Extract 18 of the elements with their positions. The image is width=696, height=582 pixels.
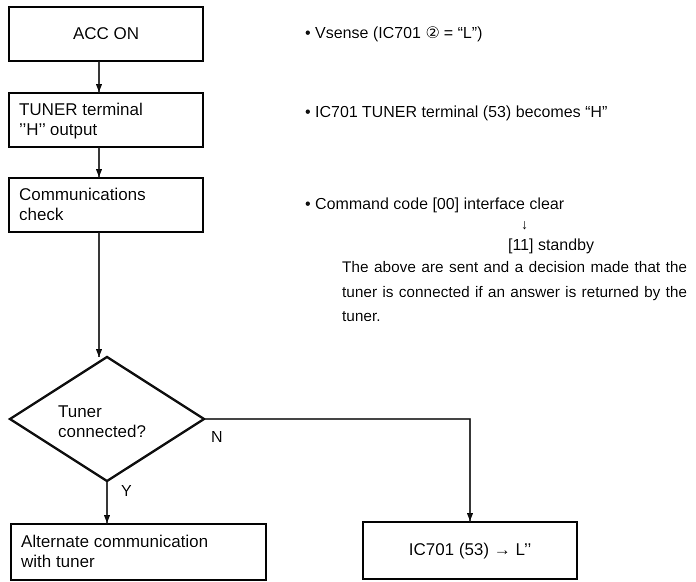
note-text: • Vsense (IC701 ② = “L”) — [305, 24, 482, 44]
note-text: • IC701 TUNER terminal (53) becomes “H” — [305, 103, 608, 123]
note-text: The above are sent and a decision made that the tuner is connected if an answer is returned by the tuner. — [342, 258, 687, 328]
process-box: ACC ON — [8, 6, 204, 62]
process-box: Alternate communication with tuner — [10, 523, 267, 581]
process-box: IC701 (53) → L’’ — [362, 521, 578, 580]
decision-text: Tuner connected? — [58, 402, 147, 442]
decision-diamond — [8, 356, 206, 482]
arrow — [96, 62, 102, 92]
direction-arrow: ↓ — [521, 215, 528, 234]
arrow — [96, 233, 102, 357]
process-box: TUNER terminal ’’H’’ output — [8, 92, 204, 148]
note-text: • Command code [00] interface clear — [305, 195, 564, 215]
arrow — [204, 418, 474, 521]
note-text: [11] standby — [508, 236, 594, 256]
arrow — [104, 481, 110, 523]
arrow — [96, 148, 102, 177]
process-box: Communications check — [8, 177, 204, 233]
